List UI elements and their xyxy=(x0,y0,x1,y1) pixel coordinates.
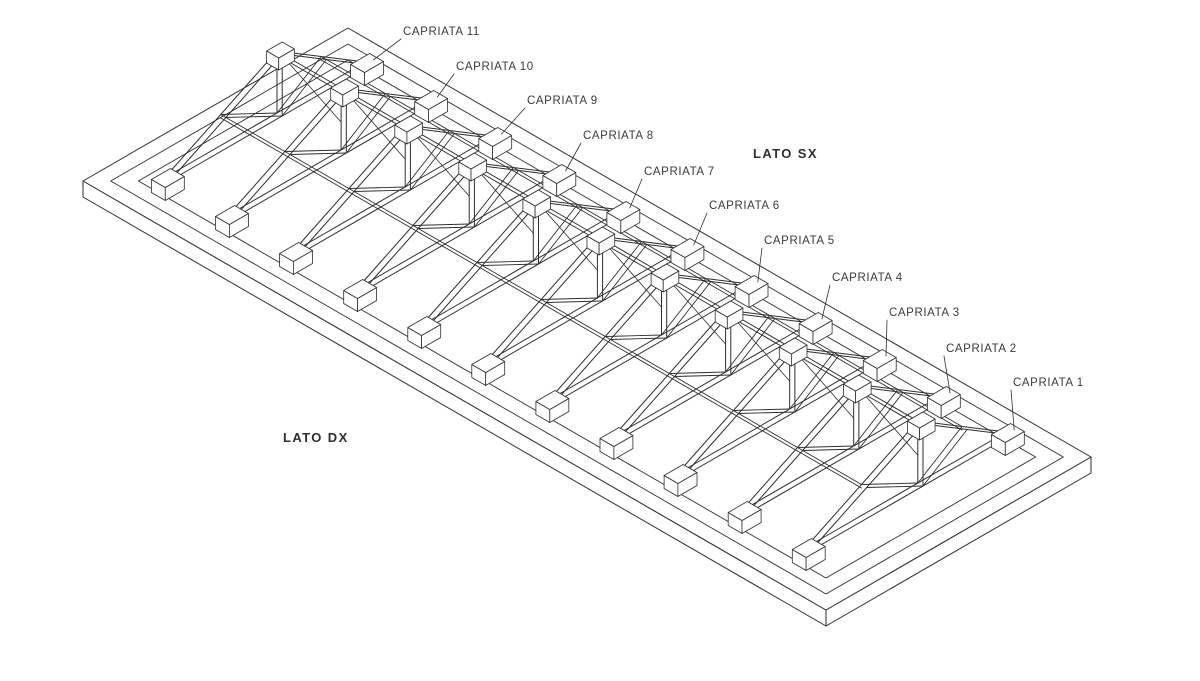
truss-capriata-5 xyxy=(535,263,769,423)
slab-base xyxy=(82,27,1092,627)
truss-capriata-1 xyxy=(791,411,1025,571)
truss-capriata-8 xyxy=(343,152,577,312)
leader-lines xyxy=(372,38,1015,431)
truss-capriata-10 xyxy=(215,78,448,238)
truss-capriata-3 xyxy=(663,337,897,497)
truss-capriata-9 xyxy=(279,115,513,275)
wind-braces xyxy=(279,52,919,456)
truss-capriata-11 xyxy=(151,41,384,201)
truss-capriata-4 xyxy=(599,300,833,460)
